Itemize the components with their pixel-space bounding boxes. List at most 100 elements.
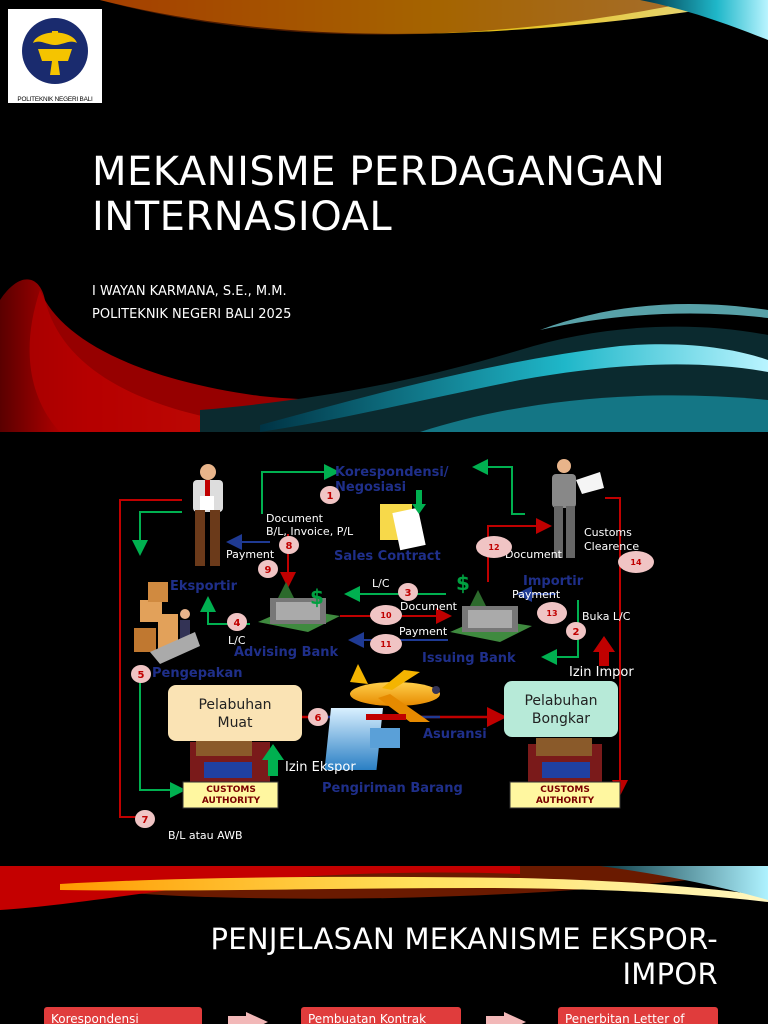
svg-text:4: 4 (234, 618, 241, 629)
asuransi-label: Asuransi (423, 727, 487, 742)
customs-building-left-icon (182, 738, 279, 809)
eksportir-label: Eksportir (170, 579, 238, 594)
pelabuhan-muat-box (168, 685, 302, 741)
pelabuhan-muat-line1: Pelabuhan (198, 697, 271, 713)
explanation-title: PENJELASAN MEKANISME EKSPOR- IMPOR (118, 922, 718, 992)
step-marker-5: 5 (131, 665, 151, 683)
svg-text:9: 9 (265, 565, 272, 576)
step-marker-11: 11 (370, 634, 402, 654)
korespondensi-label-line1: Korespondensi/ (335, 465, 449, 480)
lc-label: L/C (372, 577, 390, 590)
svg-text:8: 8 (286, 541, 293, 552)
svg-text:7: 7 (142, 815, 149, 826)
payment-label-2: Payment (399, 625, 448, 638)
step-box-pembuatan-kontrak: Pembuatan Kontrak (301, 1007, 461, 1024)
eksportir-pengepakan-flow (132, 511, 182, 556)
decorative-wave-background-2 (0, 866, 768, 910)
lc-label-2: L/C (228, 634, 246, 647)
polytechnic-logo: POLITEKNIK NEGERI BALI (8, 9, 102, 103)
customs-left-line2: AUTHORITY (202, 796, 261, 806)
step-box-korespondensi: Korespondensi (44, 1007, 202, 1024)
pengepakan-customs-flow (139, 672, 186, 798)
document-label: Document (266, 512, 324, 525)
svg-text:11: 11 (380, 640, 392, 649)
slide-subtitle: I WAYAN KARMANA, S.E., M.M. POLITEKNIK N… (92, 280, 291, 326)
step-arrow-2-stem (486, 1016, 504, 1024)
customs-clearence-label-line2: Clearence (584, 540, 639, 553)
eksportir-person-icon (193, 464, 223, 566)
bl-awb-flow-line (119, 499, 182, 818)
step-marker-13: 13 (537, 602, 567, 624)
step-marker-4: 4 (227, 613, 247, 631)
customs-building-right-icon (509, 738, 621, 809)
pelabuhan-bongkar-box (504, 681, 618, 737)
svg-text:10: 10 (380, 611, 392, 620)
buka-lc-label: Buka L/C (582, 610, 631, 623)
svg-text:12: 12 (488, 543, 499, 552)
svg-text:6: 6 (315, 713, 322, 724)
title-line-2: INTERNASIOAL (92, 194, 393, 240)
trade-mechanism-diagram-slide: $ $ (0, 432, 768, 864)
izin-impor-arrow-icon (593, 636, 615, 666)
svg-text:$: $ (310, 585, 324, 609)
korespondensi-flow-to-left (472, 459, 525, 515)
izin-ekspor-arrow-icon (262, 744, 284, 776)
document-list-label: B/L, Invoice, P/L (266, 525, 354, 538)
customs-clearence-flow-line (605, 497, 628, 796)
packing-boxes-icon (134, 582, 200, 664)
logo-caption: POLITEKNIK NEGERI BALI (17, 96, 93, 103)
explanation-slide: PENJELASAN MEKANISME EKSPOR- IMPOR Kores… (0, 866, 768, 1024)
step-marker-9: 9 (258, 560, 278, 578)
step-marker-3: 3 (398, 583, 418, 601)
airplane-icon (350, 664, 440, 722)
institution-name: POLITEKNIK NEGERI BALI 2025 (92, 307, 292, 322)
step-marker-7: 7 (135, 810, 155, 828)
explanation-title-line1: PENJELASAN MEKANISME EKSPOR- (210, 922, 718, 956)
customs-left-line1: CUSTOMS (206, 785, 256, 795)
step-marker-8: 8 (279, 536, 299, 554)
title-slide: POLITEKNIK NEGERI BALI MEKANISME PERDAGA… (0, 0, 768, 432)
step-arrow-2-icon (504, 1012, 526, 1024)
logo-emblem-icon (22, 18, 88, 84)
bl-awb-label: B/L atau AWB (168, 829, 243, 842)
advising-bank-label: Advising Bank (234, 645, 339, 660)
step-marker-12: 12 (476, 536, 512, 558)
step-arrow-1-icon (246, 1012, 268, 1024)
step-marker-2: 2 (566, 622, 586, 640)
step-marker-14: 14 (618, 551, 654, 573)
document-issuing-importir-flow (487, 518, 552, 582)
step-marker-1: 1 (320, 486, 340, 504)
customs-right-line2: AUTHORITY (536, 796, 595, 806)
svg-text:3: 3 (405, 588, 412, 599)
title-line-1: MEKANISME PERDAGANGAN (92, 149, 666, 195)
sales-contract-label: Sales Contract (334, 549, 441, 564)
pengepakan-label: Pengepakan (152, 666, 242, 681)
pelabuhan-bongkar-line1: Pelabuhan (524, 693, 597, 709)
pelabuhan-bongkar-line2: Bongkar (532, 711, 590, 727)
korespondensi-flow-to-right (261, 464, 340, 514)
trade-flow-diagram: $ $ (119, 459, 654, 842)
document-label-2: Document (400, 600, 458, 613)
sales-contract-document-icon (380, 490, 426, 551)
izin-impor-label: Izin Impor (569, 665, 634, 680)
explanation-title-line2: IMPOR (622, 957, 718, 991)
svg-text:2: 2 (573, 627, 580, 638)
svg-text:14: 14 (630, 558, 642, 567)
payment-label-3: Payment (512, 588, 561, 601)
izin-ekspor-label: Izin Ekspor (285, 760, 356, 775)
pengiriman-barang-label: Pengiriman Barang (322, 781, 463, 796)
issuing-bank-label: Issuing Bank (422, 651, 516, 666)
svg-text:1: 1 (327, 491, 334, 502)
step-box-penerbitan-lc: Penerbitan Letter of (558, 1007, 718, 1024)
issuing-bank-building-icon: $ (450, 571, 532, 642)
step-marker-10: 10 (370, 605, 402, 625)
svg-text:5: 5 (138, 670, 145, 681)
payment-label: Payment (226, 548, 275, 561)
step-marker-6: 6 (308, 708, 328, 726)
importir-label: Importir (523, 574, 584, 589)
buka-lc-flow (541, 600, 579, 665)
advising-bank-building-icon: $ (258, 582, 340, 632)
decorative-wave-background (0, 0, 768, 432)
korespondensi-label-line2: Negosiasi (335, 480, 406, 495)
document-label-3: Document (505, 548, 563, 561)
